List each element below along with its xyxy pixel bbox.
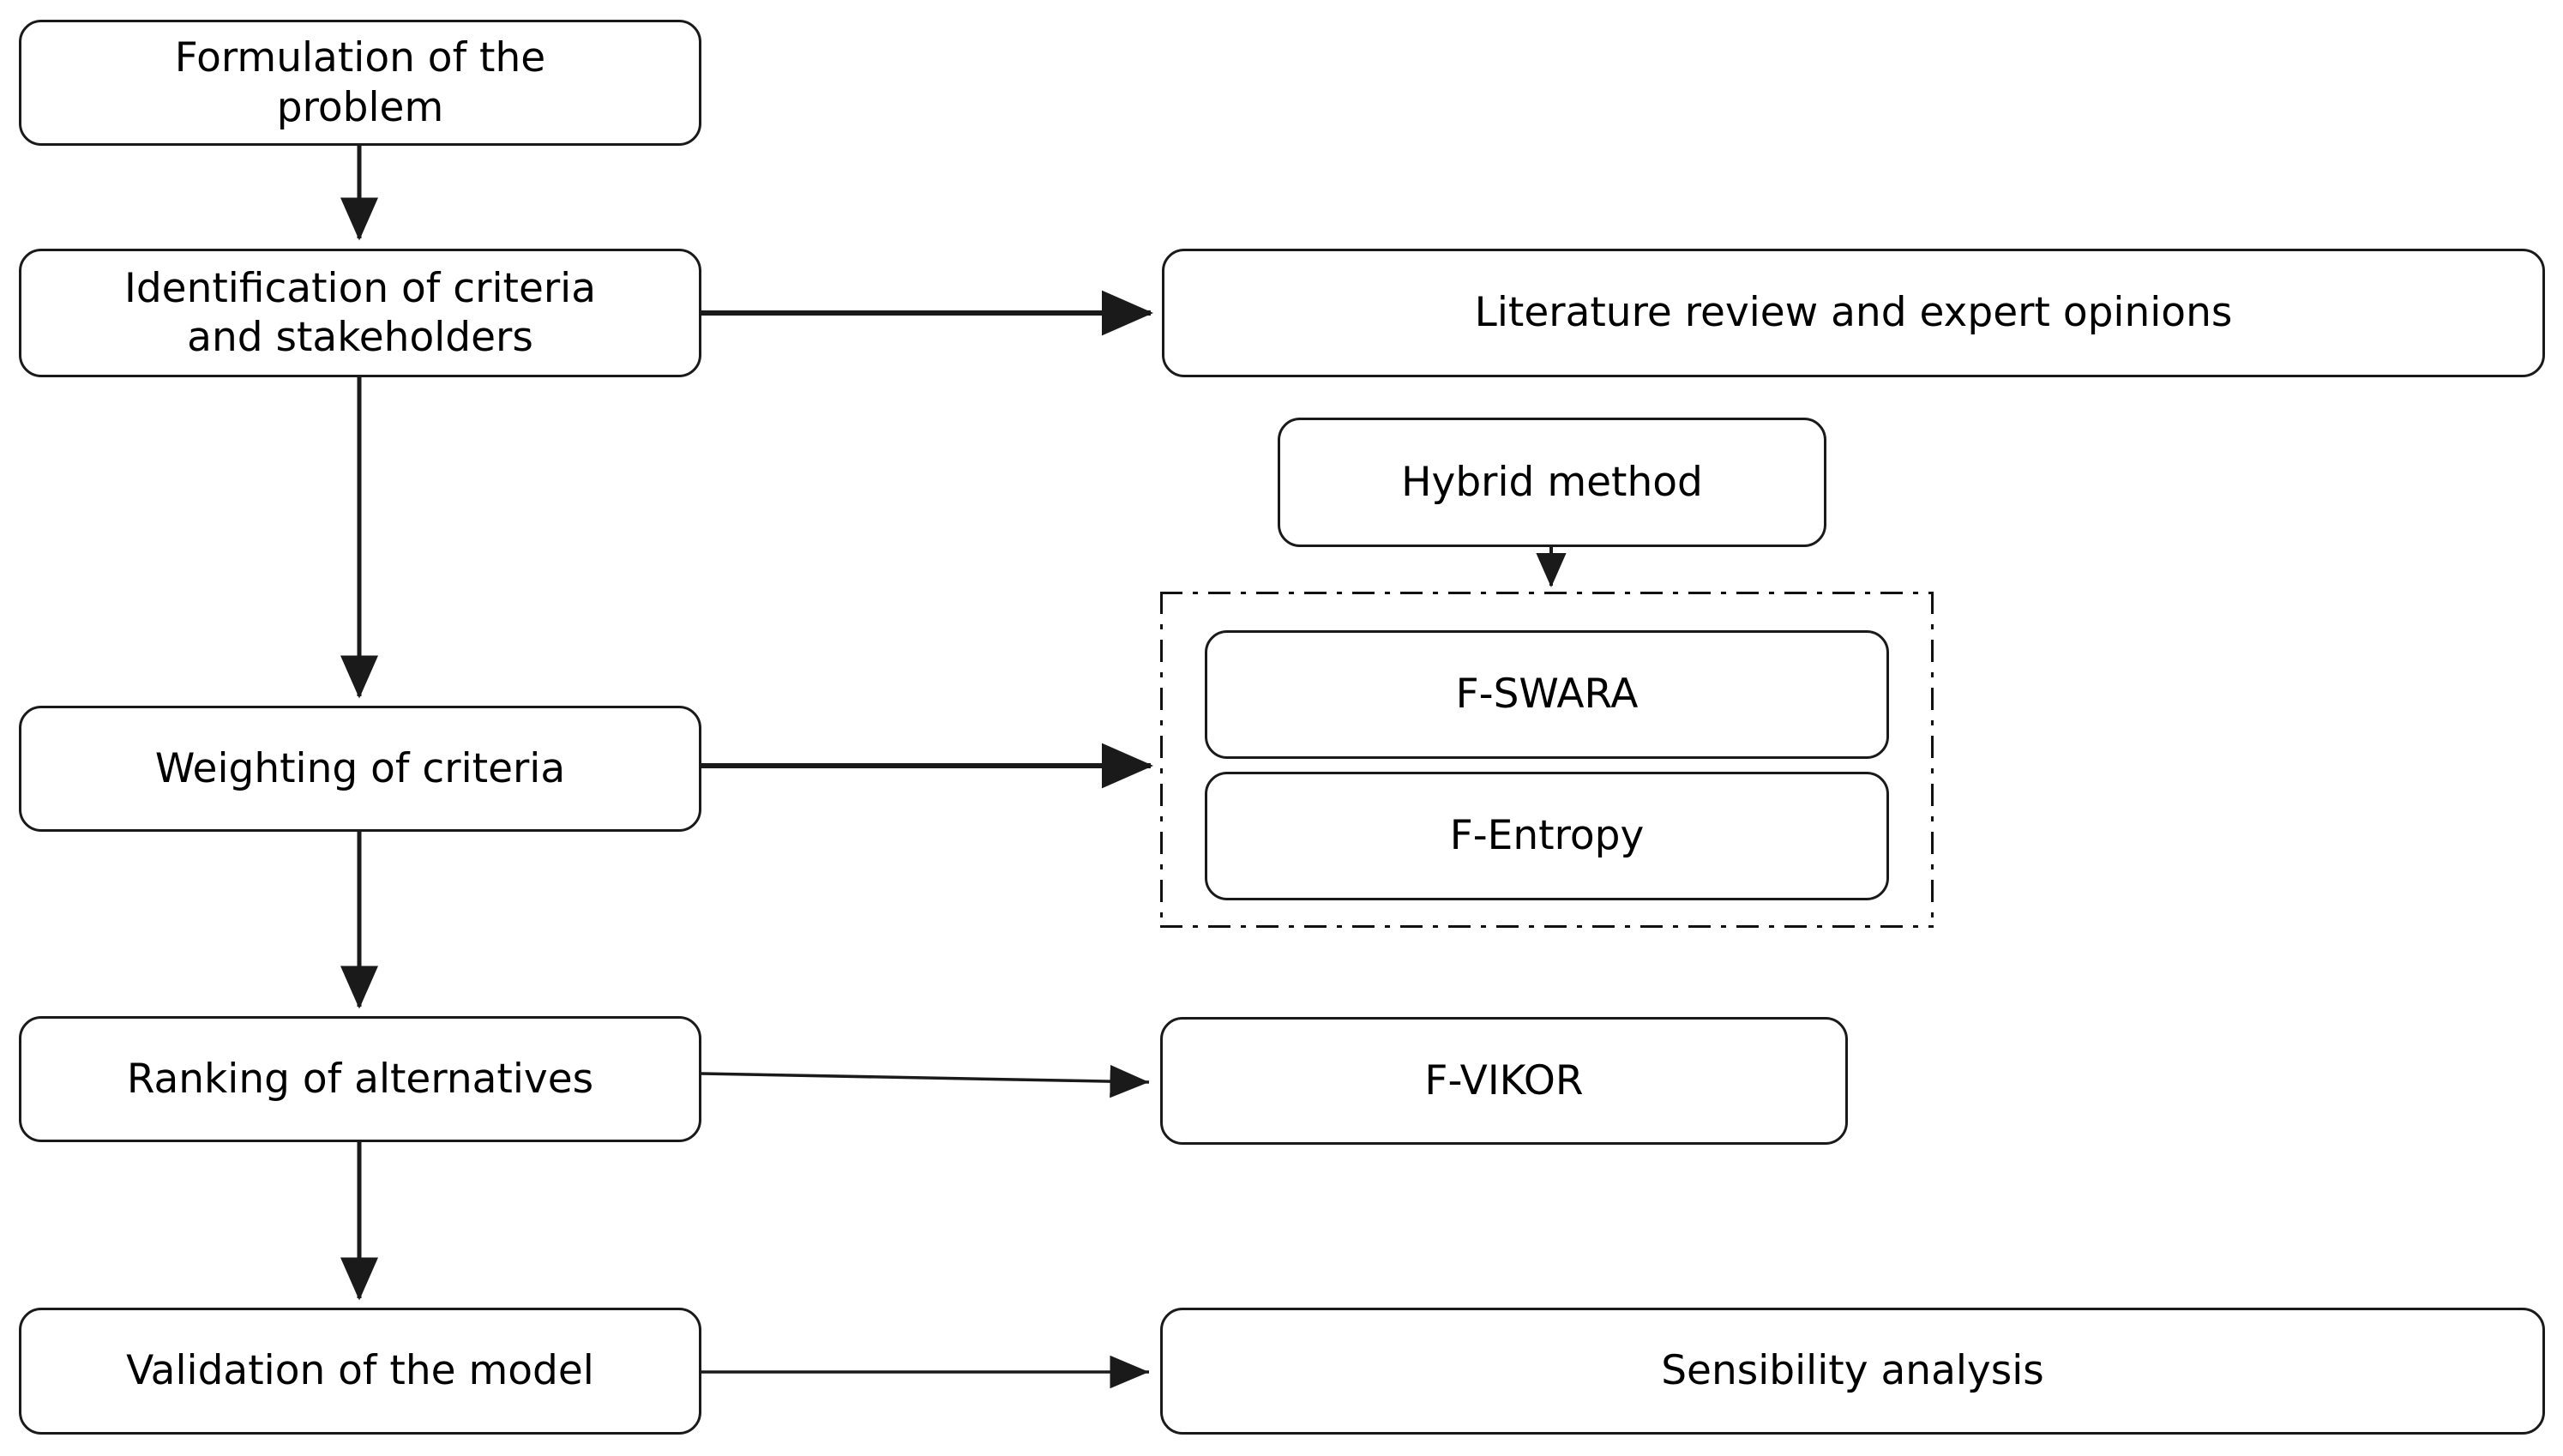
connector-ranking-to-fvikor bbox=[701, 1064, 1150, 1098]
node-label: Ranking of alternatives bbox=[126, 1055, 594, 1103]
node-label: Identification of criteria and stakehold… bbox=[123, 264, 597, 361]
node-label: Validation of the model bbox=[126, 1347, 594, 1395]
node-f-entropy[interactable]: F-Entropy bbox=[1205, 772, 1889, 900]
node-label: Formulation of the problem bbox=[174, 34, 546, 131]
node-weighting-of-criteria[interactable]: Weighting of criteria bbox=[19, 706, 701, 832]
node-f-vikor[interactable]: F-VIKOR bbox=[1160, 1017, 1848, 1145]
node-label: F-SWARA bbox=[1455, 671, 1639, 719]
node-f-swara[interactable]: F-SWARA bbox=[1205, 630, 1889, 759]
node-label: Literature review and expert opinions bbox=[1474, 289, 2233, 337]
node-label: F-VIKOR bbox=[1424, 1056, 1584, 1104]
node-identification-of-criteria[interactable]: Identification of criteria and stakehold… bbox=[19, 249, 701, 377]
node-hybrid-method[interactable]: Hybrid method bbox=[1278, 418, 1826, 547]
node-label: Hybrid method bbox=[1401, 458, 1703, 506]
node-formulation-of-the-problem[interactable]: Formulation of the problem bbox=[19, 20, 701, 146]
node-label: Weighting of criteria bbox=[154, 744, 566, 792]
node-validation-of-the-model[interactable]: Validation of the model bbox=[19, 1308, 701, 1435]
node-label: F-Entropy bbox=[1449, 812, 1645, 860]
node-sensibility-analysis[interactable]: Sensibility analysis bbox=[1160, 1308, 2545, 1435]
node-label: Sensibility analysis bbox=[1661, 1347, 2044, 1395]
node-literature-review[interactable]: Literature review and expert opinions bbox=[1162, 249, 2545, 377]
node-ranking-of-alternatives[interactable]: Ranking of alternatives bbox=[19, 1016, 701, 1142]
